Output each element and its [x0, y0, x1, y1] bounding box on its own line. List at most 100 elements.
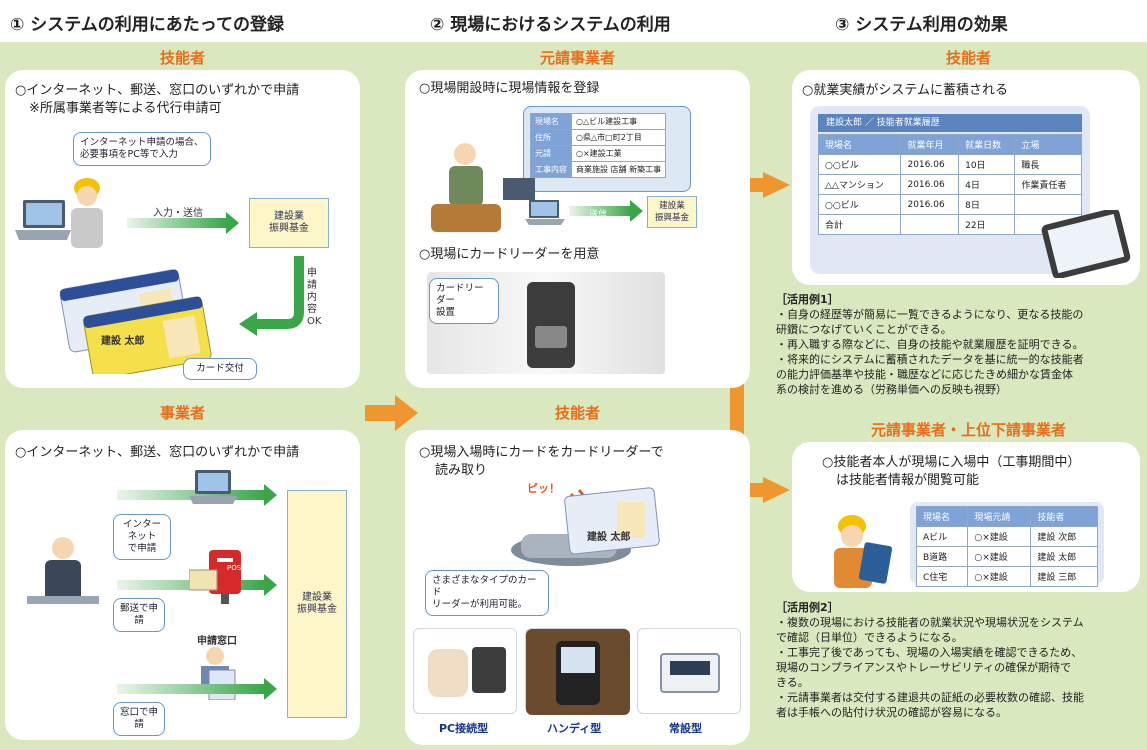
beep-text: ピッ！ [527, 482, 560, 495]
foundation-box-col2: 建設業 振興基金 [647, 196, 697, 228]
apply-methods-text: ○インターネット、郵送、窓口のいずれかで申請 [15, 83, 300, 98]
table-cell: 4日 [958, 174, 1016, 195]
input-send-arrow [127, 212, 239, 234]
reader-prepare-text: ○現場にカードリーダーを用意 [419, 247, 600, 262]
table-header-row: 現場名現場元請技能者 [915, 506, 1098, 527]
card-reader-tap-icon [511, 487, 660, 566]
laptop-icon [15, 200, 71, 240]
proxy-note: ※所属事業者等による代行申請可 [29, 101, 222, 116]
table-cell: 22日 [958, 214, 1016, 235]
role-engineer-col3: 技能者 [945, 49, 991, 67]
table-header-cell: 技能者 [1030, 506, 1098, 527]
site-engineer-row: Aビル○×建設建設 次郎 [915, 526, 1098, 547]
table-cell: ○△ビル建設工事 [570, 113, 667, 130]
card-issue-bubble: カード交付 [183, 358, 257, 380]
window-label: 申請窓口 [197, 636, 237, 647]
laptop-col2-icon [525, 200, 565, 225]
view-text-line2: は技能者情報が閲覧可能 [836, 473, 980, 488]
site-info-row: 住所○県△市□町2丁目 [530, 129, 667, 146]
site-info-bubble: 現場名○△ビル建設工事住所○県△市□町2丁目元請○×建設工業工事内容商業施設 店… [523, 106, 691, 192]
table-cell: 元請 [530, 145, 572, 162]
history-title: 建設太郎 ／ 技能者就業履歴 [818, 114, 1082, 132]
operator-at-pc-icon [431, 143, 535, 232]
column1-title: ① システムの利用にあたっての登録 [10, 15, 284, 35]
table-cell: ○×建設 [967, 566, 1032, 587]
internet-apply-arrow [117, 484, 277, 506]
panel-site-entry: ○現場入場時にカードをカードリーダーで 読み取り ピッ！ 建設 太郎 さまざまな… [405, 430, 750, 745]
table-header-row: 現場名就業年月就業日数立場 [817, 134, 1082, 155]
table-cell: 住所 [530, 129, 572, 146]
panel-employer-registration: ○インターネット、郵送、窓口のいずれかで申請 インターネット で申請 POST … [5, 430, 360, 740]
site-register-text: ○現場開設時に現場情報を登録 [419, 81, 600, 96]
role-engineer-col1: 技能者 [159, 49, 205, 67]
table-header-cell: 現場名 [915, 506, 969, 527]
panel-engineer-registration: ○インターネット、郵送、窓口のいずれかで申請 ※所属事業者等による代行申請可 イ… [5, 70, 360, 388]
window-apply-arrow [117, 678, 277, 700]
example2-title: ［活用例2］ [776, 601, 839, 614]
table-cell: 商業施設 店舗 新築工事 [570, 161, 667, 178]
internet-input-bubble: インターネット申請の場合、 必要事項をPC等で入力 [73, 132, 211, 166]
table-cell: C住宅 [915, 566, 969, 587]
table-cell: 作業責任者 [1014, 174, 1082, 195]
table-header-cell: 現場元請 [967, 506, 1032, 527]
table-cell [900, 214, 960, 235]
input-send-label: 入力・送信 [153, 208, 203, 219]
reader-types-bubble: さまざまなタイプのカード リーダーが利用可能。 [425, 570, 549, 616]
window-bubble: 窓口で申 請 [113, 702, 165, 736]
table-header-cell: 立場 [1014, 134, 1082, 155]
panel-site-view: ○技能者本人が現場に入場中（工事期間中） は技能者情報が閲覧可能 現場名現場元請… [792, 442, 1140, 592]
site-info-row: 現場名○△ビル建設工事 [530, 113, 667, 130]
site-info-table: 現場名○△ビル建設工事住所○県△市□町2丁目元請○×建設工業工事内容商業施設 店… [530, 113, 667, 178]
site-manager-icon [834, 515, 893, 588]
entry-text-line1: ○現場入場時にカードをカードリーダーで [419, 445, 664, 460]
arrowhead-upper [763, 172, 790, 198]
site-info-row: 工事内容商業施設 店舗 新築工事 [530, 161, 667, 178]
post-bubble: 郵送で申 請 [113, 598, 165, 632]
site-engineer-row: B道路○×建設建設 太郎 [915, 546, 1098, 567]
card-holder-name-col2: 建設 太郎 [587, 532, 631, 543]
example2-item: ・工事完了後であっても、現場の入場実績を確認できるため、 現場のコンプライアンス… [776, 646, 1083, 689]
employer-apply-text: ○インターネット、郵送、窓口のいずれかで申請 [15, 445, 300, 460]
worker-icon [71, 178, 103, 248]
reader-type-handy-label: ハンディ型 [547, 722, 602, 735]
send-label: 送信 [589, 210, 608, 220]
table-cell: 2016.06 [900, 154, 960, 175]
laptop-small-icon [189, 470, 237, 504]
reader-handy-photo [525, 628, 630, 715]
table-cell: B道路 [915, 546, 969, 567]
role-contractors-col3: 元請事業者・上位下請事業者 [870, 421, 1066, 439]
reader-fixed-photo [637, 628, 741, 714]
example1-item: ・再入職する際などに、自身の技能や就業履歴を証明できる。 [776, 338, 1084, 351]
tablet-icon [1041, 210, 1131, 278]
title-bar [0, 0, 1147, 42]
role-prime-contractor-col2: 元請事業者 [539, 49, 615, 67]
arrowhead-lower [763, 477, 790, 503]
role-employer-col1: 事業者 [159, 404, 205, 422]
table-cell: 2016.06 [900, 194, 960, 215]
panel-site-setup: ○現場開設時に現場情報を登録 現場名○△ビル建設工事住所○県△市□町2丁目元請○… [405, 70, 750, 388]
card-holder-name-col1: 建設 太郎 [101, 336, 145, 347]
table-header-cell: 現場名 [817, 134, 902, 155]
column2-title: ② 現場におけるシステムの利用 [430, 15, 671, 35]
reader-pc-photo [413, 628, 517, 714]
example2-item: ・複数の現場における技能者の就業状況や現場状況をシステム で確認（日単位）できる… [776, 616, 1084, 644]
table-cell: ○×建設 [967, 526, 1032, 547]
example1-item: ・自身の経歴等が簡易に一覧できるようになり、更なる技能の 研鑽につなげていくこと… [776, 308, 1084, 336]
table-cell: ○○ビル [817, 154, 902, 175]
panel-work-history: ○就業実績がシステムに蓄積される 建設太郎 ／ 技能者就業履歴 現場名就業年月就… [792, 70, 1140, 285]
foundation-box-col1-bottom: 建設業 振興基金 [287, 490, 347, 718]
table-cell: 建設 三郎 [1030, 566, 1098, 587]
table-cell: 8日 [958, 194, 1016, 215]
usage-example-1: ［活用例1］ ・自身の経歴等が簡易に一覧できるようになり、更なる技能の 研鑽につ… [776, 292, 1142, 397]
card-reader-icon [527, 282, 575, 368]
foundation-box-col1: 建設業 振興基金 [249, 198, 329, 248]
post-label: POST [227, 564, 246, 572]
table-header-cell: 就業年月 [900, 134, 960, 155]
column3-title: ③ システム利用の効果 [835, 15, 1008, 35]
table-cell: 10日 [958, 154, 1016, 175]
table-cell: 2016.06 [900, 174, 960, 195]
